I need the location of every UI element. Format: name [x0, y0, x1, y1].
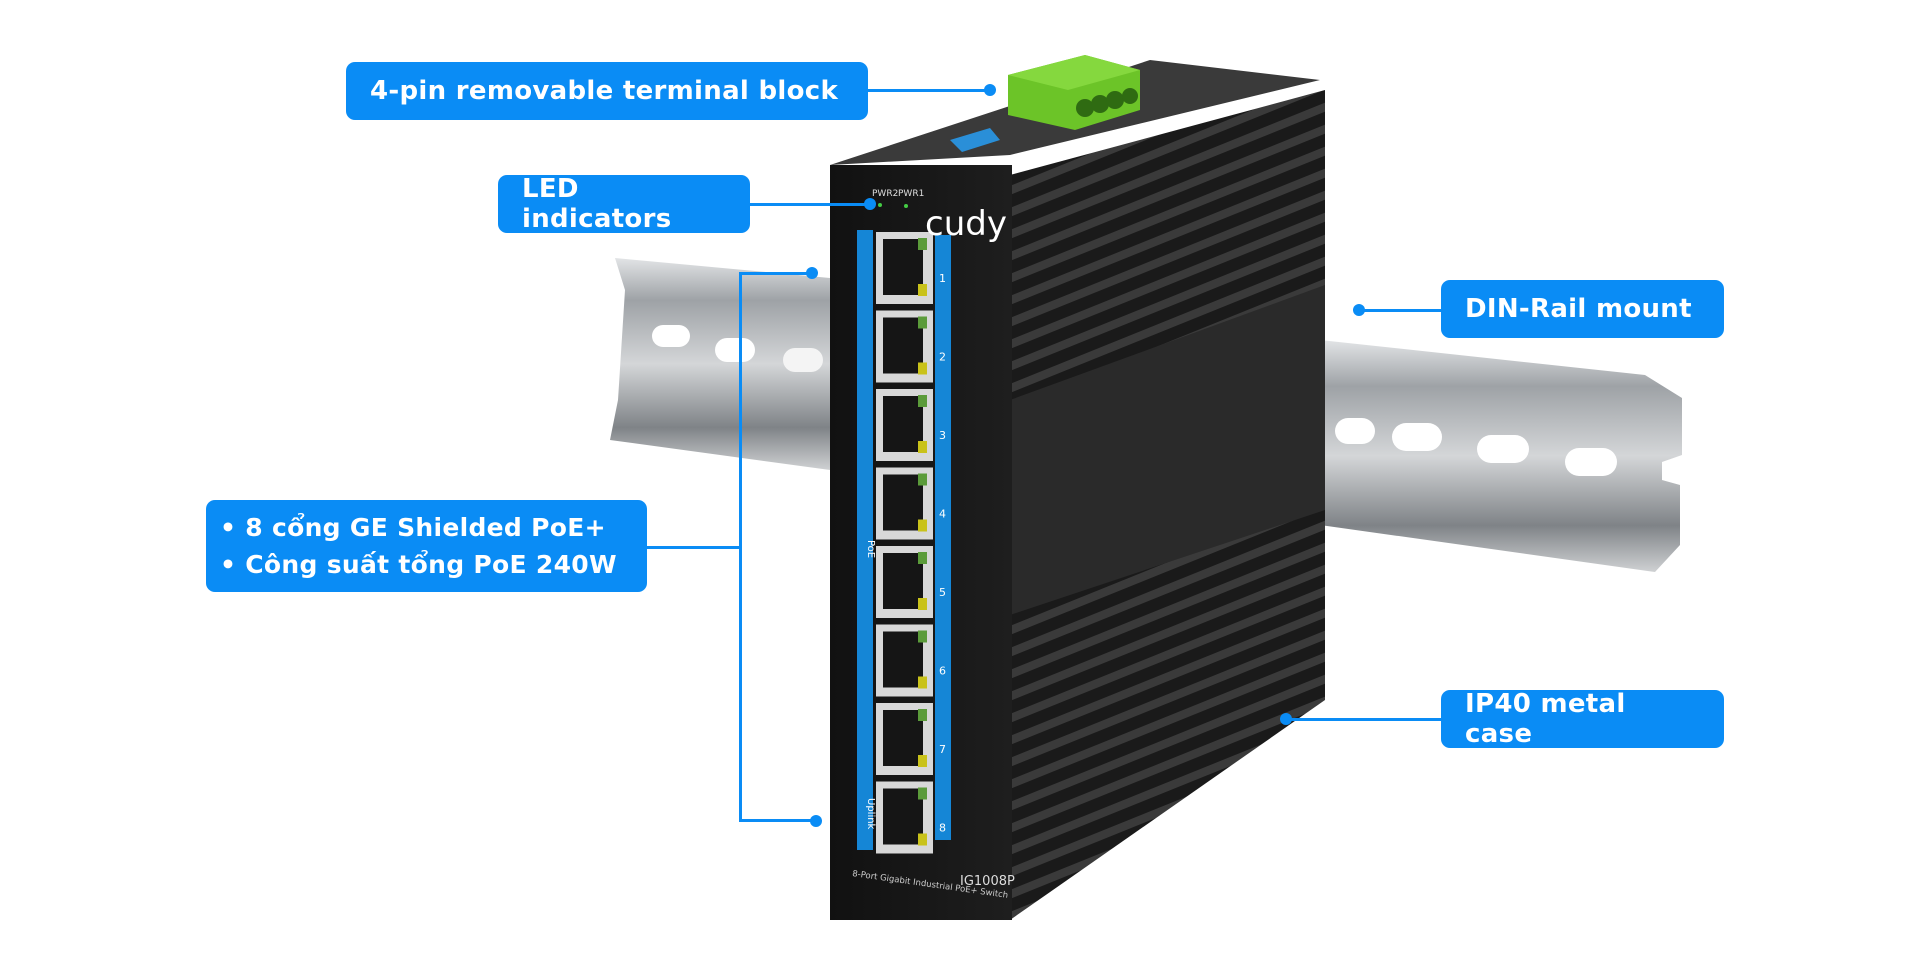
port-number-label: 3 — [939, 429, 946, 442]
connector-dot-poe-bottom — [810, 815, 822, 827]
port-poe-led — [918, 362, 927, 375]
callout-led-indicators: LED indicators — [498, 174, 750, 234]
callout-metal-case: IP40 metal case — [1441, 689, 1724, 749]
terminal-block — [1008, 55, 1140, 130]
port-number-label: 7 — [939, 743, 946, 756]
port-link-led — [918, 630, 927, 643]
port-poe-led — [918, 755, 927, 767]
callout-metal-case-text: IP40 metal case — [1465, 689, 1626, 749]
ethernet-port: 6 — [876, 624, 946, 697]
ethernet-ports: 1 2 3 4 5 6 7 8 — [876, 232, 946, 854]
din-rail-left — [610, 258, 830, 470]
strip-label-uplink: Uplink — [865, 798, 876, 830]
port-link-led — [918, 238, 927, 250]
port-poe-led — [918, 284, 927, 296]
port-poe-led — [918, 833, 927, 846]
connector-dot-led — [864, 198, 876, 210]
connector-metal-case — [1285, 718, 1441, 721]
port-number-label: 4 — [939, 508, 946, 521]
connector-terminal-block — [868, 89, 988, 92]
ethernet-port: 5 — [876, 546, 946, 618]
port-number-label: 1 — [939, 272, 946, 285]
port-number-label: 8 — [939, 822, 946, 835]
ethernet-port: 3 — [876, 389, 946, 461]
connector-poe-top — [739, 272, 811, 275]
dip-switch — [950, 128, 1000, 152]
port-link-led — [918, 709, 927, 721]
callout-poe-ports: • 8 cổng GE Shielded PoE+ • Công suất tổ… — [206, 500, 647, 592]
port-link-led — [918, 787, 927, 800]
port-poe-led — [918, 676, 927, 689]
callout-din-rail-text: DIN-Rail mount — [1465, 294, 1692, 324]
port-poe-led — [918, 441, 927, 453]
brand-logo: cudy — [925, 204, 1007, 244]
callout-terminal-block-text: 4-pin removable terminal block — [370, 76, 839, 106]
connector-poe-horizontal — [647, 546, 740, 549]
ethernet-port: 1 — [876, 232, 946, 304]
callout-terminal-block: 4-pin removable terminal block — [346, 62, 868, 120]
led-label-pwr1: PWR1 — [898, 189, 924, 199]
model-label: IG1008P — [960, 874, 1015, 889]
connector-dot-poe-top — [806, 267, 818, 279]
connector-poe-vertical — [739, 272, 742, 822]
ethernet-port: 2 — [876, 310, 946, 383]
connector-din-rail — [1358, 309, 1441, 312]
connector-dot-metal-case — [1280, 713, 1292, 725]
callout-poe-line-1: • 8 cổng GE Shielded PoE+ — [220, 513, 606, 542]
callout-led-indicators-text: LED indicators — [522, 174, 672, 234]
port-link-led — [918, 316, 927, 329]
ethernet-port: 4 — [876, 467, 946, 540]
connector-poe-bottom — [739, 819, 815, 822]
ethernet-port: 7 — [876, 703, 946, 775]
port-number-label: 5 — [939, 586, 946, 599]
callout-poe-line-2: • Công suất tổng PoE 240W — [220, 550, 617, 579]
din-rail-right — [1320, 340, 1682, 572]
connector-led — [750, 203, 868, 206]
led-pwr1 — [904, 204, 908, 208]
connector-dot-din-rail — [1353, 304, 1365, 316]
ethernet-port: 8 — [876, 781, 946, 854]
led-label-pwr2: PWR2 — [872, 189, 898, 199]
callout-din-rail: DIN-Rail mount — [1441, 280, 1724, 338]
port-number-label: 6 — [939, 665, 946, 678]
connector-dot-terminal-block — [984, 84, 996, 96]
port-poe-led — [918, 519, 927, 532]
port-poe-led — [918, 598, 927, 610]
port-link-led — [918, 395, 927, 407]
strip-label-poe: PoE — [865, 540, 876, 558]
port-link-led — [918, 552, 927, 564]
port-link-led — [918, 473, 927, 486]
port-number-label: 2 — [939, 351, 946, 364]
led-pwr2 — [878, 203, 882, 207]
